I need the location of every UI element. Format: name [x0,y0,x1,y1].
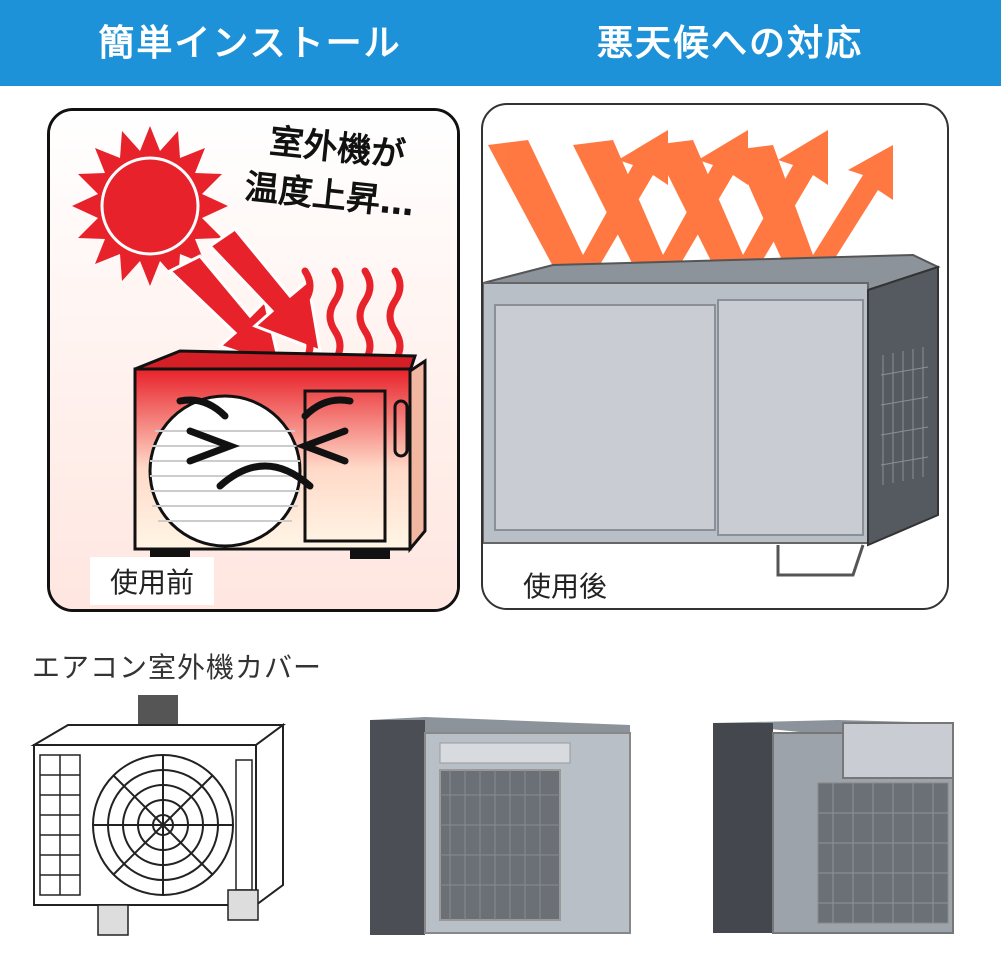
fan-grille-icon [92,754,234,896]
heat-wave-icon [296,267,404,365]
unit-line-drawing [30,695,287,936]
sun-ray-arrow [207,226,322,354]
bad-weather-title: 悪天候への対応 [596,23,863,64]
before-use-tag: 使用前 [90,557,215,605]
cover-side-photo [713,720,954,934]
deflected-heat-arrows-icon [488,130,893,285]
sun-icon [72,126,228,286]
cover-front-photo [370,717,631,935]
outdoor-unit-hot [133,349,427,559]
overheated-unit-illustration: 室外機が 温度上昇… [50,111,457,609]
before-use-panel: 室外機が 温度上昇… [47,108,460,612]
product-caption: エアコン室外機カバー [32,651,323,684]
header-banner: 簡単インストール 悪天候への対応 [0,0,1001,86]
easy-install-title: 簡単インストール [98,23,402,64]
angry-face-icon [176,396,354,490]
covered-unit-illustration [483,130,941,577]
after-use-tag: 使用後 [503,561,628,608]
after-use-panel: 使用後 [481,103,949,610]
